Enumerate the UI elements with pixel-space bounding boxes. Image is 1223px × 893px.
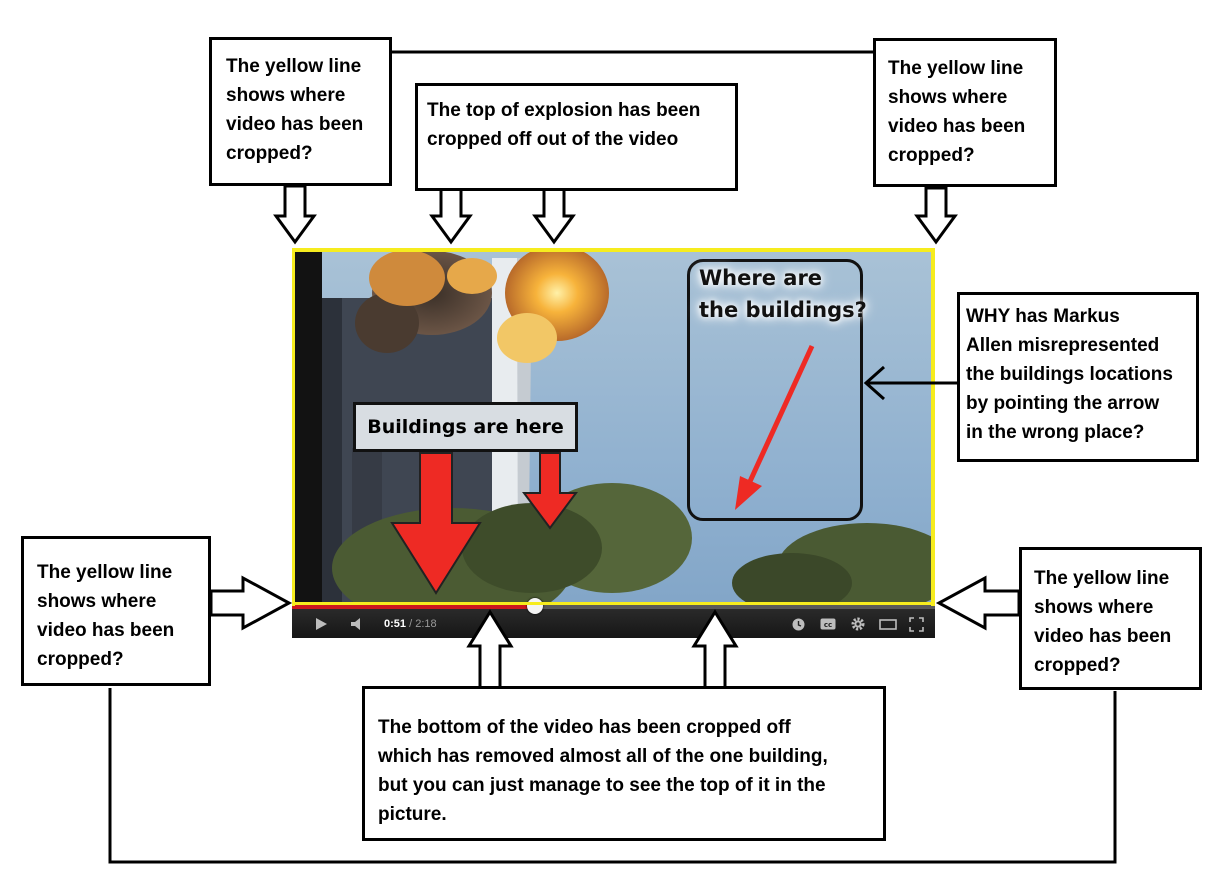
play-icon[interactable] — [314, 617, 328, 631]
time-display: 0:51 / 2:18 — [384, 618, 437, 630]
down-arrow-1 — [273, 184, 317, 245]
crop-line-top — [292, 248, 935, 252]
captions-icon[interactable]: cc — [820, 618, 836, 630]
theater-mode-icon[interactable] — [879, 619, 897, 630]
progress-played — [292, 605, 535, 609]
misleading-arrow-head — [735, 476, 762, 510]
settings-gear-icon[interactable] — [850, 616, 866, 632]
down-arrow-2 — [429, 184, 473, 245]
crop-line-left — [292, 248, 295, 606]
up-arrow-2 — [691, 609, 739, 690]
crop-line-right — [931, 248, 935, 606]
question-callout-box — [687, 259, 863, 521]
note-bottom-right: The yellow line shows where video has be… — [1019, 547, 1202, 690]
question-callout-text: Where are the buildings? — [699, 266, 867, 322]
up-arrow-1 — [466, 609, 514, 690]
progress-track[interactable] — [292, 605, 935, 609]
svg-text:cc: cc — [824, 621, 832, 629]
misleading-arrow-shaft — [744, 344, 815, 490]
volume-icon[interactable] — [350, 617, 364, 631]
note-top-right: The yellow line shows where video has be… — [873, 38, 1057, 187]
left-tower — [292, 248, 322, 608]
note-top-center: The top of explosion has been cropped of… — [415, 83, 738, 191]
note-bottom: The bottom of the video has been cropped… — [362, 686, 886, 841]
crop-line-bottom — [292, 602, 935, 605]
buildings-arrow-small — [522, 452, 578, 530]
note-top-left: The yellow line shows where video has be… — [209, 37, 392, 186]
down-arrow-3 — [532, 184, 576, 245]
bottom-connector-line — [108, 688, 1117, 864]
left-arrow-right — [935, 575, 1021, 631]
time-total: / 2:18 — [409, 618, 437, 630]
buildings-arrow-large — [390, 452, 482, 595]
right-arrow-left — [209, 575, 293, 631]
note-right: WHY has Markus Allen misrepresented the … — [957, 292, 1199, 462]
right-pointer-head — [863, 365, 885, 401]
note-left: The yellow line shows where video has be… — [21, 536, 211, 686]
down-arrow-4 — [914, 186, 958, 245]
buildings-label: Buildings are here — [353, 402, 578, 452]
time-current: 0:51 — [384, 618, 407, 630]
fullscreen-icon[interactable] — [909, 617, 924, 632]
watch-later-icon[interactable] — [792, 618, 805, 631]
